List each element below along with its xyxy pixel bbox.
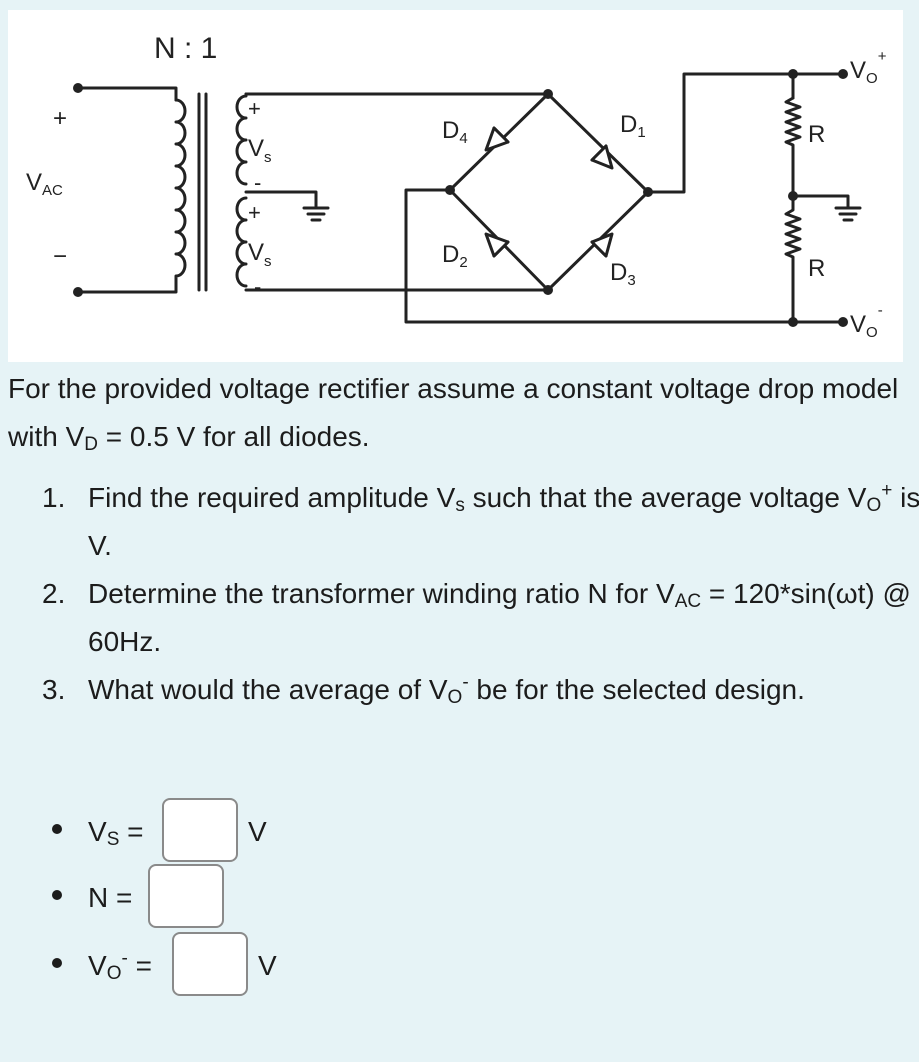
vac-label: VAC [26, 169, 63, 199]
circuit-svg: N : 1 + VAC − + Vs - + Vs - D4 D1 D2 D3 … [26, 32, 887, 341]
r-top-label: R [808, 121, 825, 148]
terminal-vo-plus [838, 69, 848, 79]
intro-text: For the provided voltage rectifier assum… [8, 373, 899, 452]
secondary-coil-top [235, 92, 248, 186]
center-tap [244, 190, 318, 208]
vs-top-minus: - [254, 170, 261, 195]
question-list: Find the required amplitude Vs such that… [0, 474, 919, 714]
question-1: Find the required amplitude Vs such that… [42, 474, 919, 561]
bullet-icon [52, 890, 62, 900]
intro-text-end: = 0.5 V for all diodes. [97, 421, 370, 452]
node-r-top [788, 69, 798, 79]
vac-plus-sign: + [53, 105, 67, 132]
node-vac-bottom [73, 287, 83, 297]
vs-bottom-label: Vs [248, 239, 272, 270]
d4-label: D4 [442, 117, 468, 147]
node-r-mid [788, 191, 798, 201]
vo-answer-label: VO- = [88, 948, 152, 984]
d1-triangle [590, 144, 614, 170]
transformer-core [197, 92, 208, 292]
primary-bottom-lead [76, 280, 178, 294]
d1-label: D1 [620, 111, 646, 141]
bridge-d1 [546, 92, 650, 194]
negative-output-wire [404, 188, 845, 324]
node-bridge-bottom [543, 285, 553, 295]
primary-coil [174, 98, 187, 284]
d4-triangle [484, 126, 510, 152]
vo-answer-input[interactable] [172, 932, 248, 996]
problem-intro: For the provided voltage rectifier assum… [8, 365, 908, 461]
primary-top-lead [76, 86, 178, 102]
r-bottom-label: R [808, 255, 825, 282]
node-bridge-left [445, 185, 455, 195]
vs-answer-label: VS = [88, 816, 144, 850]
vo-unit: V [258, 950, 277, 981]
terminal-vo-minus [838, 317, 848, 327]
ground-left [302, 206, 330, 222]
vac-minus-sign: − [53, 243, 67, 270]
vs-bottom-minus: - [254, 274, 261, 299]
question-3: What would the average of VO- be for the… [42, 666, 805, 714]
positive-output-wire [646, 72, 845, 194]
node-bridge-right [643, 187, 653, 197]
vs-bottom-plus: + [248, 200, 261, 225]
bullet-icon [52, 958, 62, 968]
circuit-diagram: N : 1 + VAC − + Vs - + Vs - D4 D1 D2 D3 … [8, 10, 903, 362]
d2-label: D2 [442, 241, 468, 271]
resistor-top [784, 96, 802, 198]
bullet-icon [52, 824, 62, 834]
vs-top-plus: + [248, 96, 261, 121]
question-2: Determine the transformer winding ratio … [42, 570, 911, 657]
n-answer-label: N = [88, 882, 133, 913]
resistor-bottom [784, 194, 802, 324]
d3-label: D3 [610, 259, 636, 289]
node-bridge-top [543, 89, 553, 99]
ratio-label: N : 1 [154, 32, 217, 65]
vs-answer-input[interactable] [162, 798, 238, 862]
d2-triangle [484, 232, 510, 258]
node-vac-top [73, 83, 83, 93]
vo-plus-label: VO+ [850, 48, 887, 87]
n-answer-input[interactable] [148, 864, 224, 928]
secondary-coil-bottom [235, 196, 248, 288]
ground-right [834, 206, 862, 222]
d3-triangle [590, 232, 614, 258]
vs-top-label: Vs [248, 135, 272, 166]
vo-minus-label: VO- [850, 302, 883, 341]
intro-sub: D [84, 434, 98, 455]
ground-wire-right [791, 194, 850, 210]
vs-unit: V [248, 816, 267, 847]
node-r-bottom [788, 317, 798, 327]
